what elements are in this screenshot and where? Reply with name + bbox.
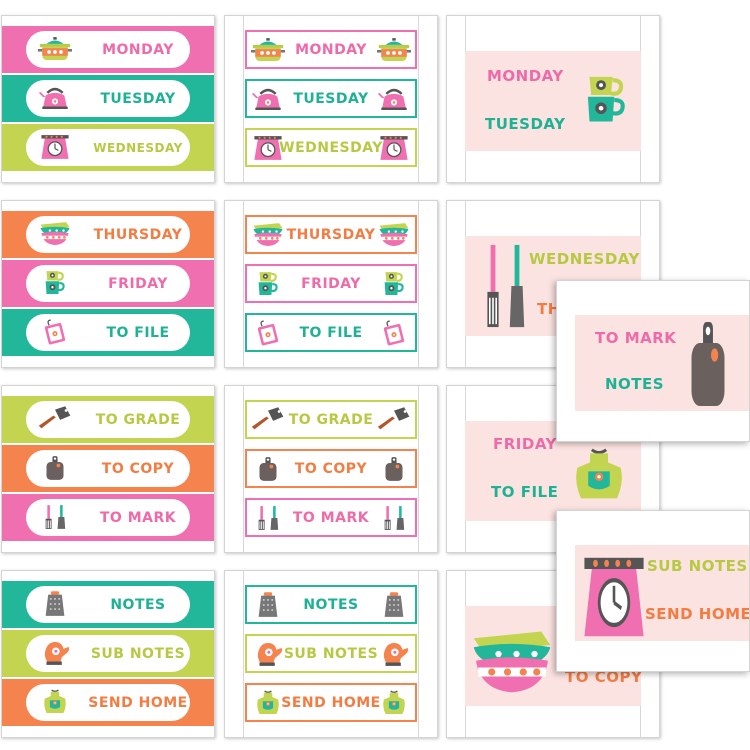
label-text: TO COPY xyxy=(294,460,368,477)
label-monday[interactable]: MONDAY xyxy=(225,26,437,73)
cutting-board-icon xyxy=(675,319,741,409)
label-wednesday[interactable]: WEDNESDAY xyxy=(225,124,437,171)
oven-mitt-icon xyxy=(38,638,72,668)
card-label-send-home: SEND HOME xyxy=(645,605,750,623)
card-sheet-6: SUB NOTES SEND HOME xyxy=(556,510,750,672)
card-sub-notes-send-home[interactable]: SUB NOTES SEND HOME xyxy=(575,545,750,641)
card-label-friday: FRIDAY xyxy=(493,435,557,453)
card-label-to-copy: TO COPY xyxy=(565,668,643,686)
cutting-board-icon xyxy=(38,453,72,483)
cups-icon xyxy=(38,268,72,298)
cups-icon xyxy=(573,55,639,145)
label-to-copy[interactable]: TO COPY xyxy=(2,445,214,492)
label-text: TO MARK xyxy=(292,509,370,526)
card-to-mark-notes[interactable]: TO MARK NOTES xyxy=(575,315,749,411)
label-sub-notes[interactable]: SUB NOTES xyxy=(225,630,437,677)
label-notes[interactable]: NOTES xyxy=(2,581,214,628)
label-text: WEDNESDAY xyxy=(279,139,383,156)
label-text: TO GRADE xyxy=(95,411,181,428)
card-label-tuesday: TUESDAY xyxy=(485,115,566,133)
label-text: MONDAY xyxy=(295,41,367,58)
label-to-grade[interactable]: TO GRADE xyxy=(225,396,437,443)
label-text: TO MARK xyxy=(99,509,177,526)
label-notes[interactable]: NOTES xyxy=(225,581,437,628)
label-sheet-3: THURSDAY FRIDAY TO FILE xyxy=(1,200,215,368)
card-friday-to-file[interactable]: FRIDAY TO FILE xyxy=(465,421,641,521)
kitchen-scale-icon xyxy=(38,132,72,162)
label-text: TO FILE xyxy=(106,324,170,341)
card-label-monday: MONDAY xyxy=(487,67,564,85)
utensils-icon xyxy=(473,242,537,330)
label-to-file[interactable]: TO FILE xyxy=(2,309,214,356)
label-text: MONDAY xyxy=(102,41,174,58)
cleaver-icon xyxy=(38,404,72,434)
potholder-icon xyxy=(38,317,72,347)
label-to-file[interactable]: TO FILE xyxy=(225,309,437,356)
mixing-bowls-icon xyxy=(38,219,72,249)
label-wednesday[interactable]: WEDNESDAY xyxy=(2,124,214,171)
card-sheet-5: TO MARK NOTES xyxy=(556,280,750,442)
apron-icon xyxy=(563,431,635,519)
card-label-sub-notes: SUB NOTES xyxy=(647,557,748,575)
label-text: TO FILE xyxy=(299,324,363,341)
label-text: NOTES xyxy=(303,596,359,613)
label-to-mark[interactable]: TO MARK xyxy=(225,494,437,541)
label-to-mark[interactable]: TO MARK xyxy=(2,494,214,541)
label-sheet-2: MONDAY TUESDAY WEDNESDAY xyxy=(224,15,438,183)
label-tuesday[interactable]: TUESDAY xyxy=(2,75,214,122)
label-friday[interactable]: FRIDAY xyxy=(225,260,437,307)
label-to-copy[interactable]: TO COPY xyxy=(225,445,437,492)
label-sheet-7: NOTES SUB NOTES SEND HOME xyxy=(1,570,215,738)
card-monday-tuesday[interactable]: MONDAY TUESDAY xyxy=(465,51,641,151)
label-text: TO COPY xyxy=(101,460,175,477)
label-text: SUB NOTES xyxy=(283,645,379,662)
label-text: SEND HOME xyxy=(281,694,381,711)
label-tuesday[interactable]: TUESDAY xyxy=(225,75,437,122)
kettle-icon xyxy=(38,83,72,113)
label-text: SEND HOME xyxy=(88,694,188,711)
label-thursday[interactable]: THURSDAY xyxy=(225,211,437,258)
card-label-thursday-partial: TH xyxy=(537,300,561,318)
label-text: THURSDAY xyxy=(286,226,376,243)
pot-icon xyxy=(38,34,72,64)
label-to-grade[interactable]: TO GRADE xyxy=(2,396,214,443)
label-text: SUB NOTES xyxy=(90,645,186,662)
card-sheet-1: MONDAY TUESDAY xyxy=(446,15,660,183)
grater-icon xyxy=(38,589,72,619)
label-text: TUESDAY xyxy=(100,90,176,107)
label-sheet-5: TO GRADE TO COPY TO MARK xyxy=(1,385,215,553)
card-label-wednesday: WEDNESDAY xyxy=(529,250,640,268)
card-label-notes: NOTES xyxy=(605,375,665,393)
card-label-to-file: TO FILE xyxy=(491,483,559,501)
label-text: FRIDAY xyxy=(301,275,361,292)
label-text: TO GRADE xyxy=(288,411,374,428)
label-send-home[interactable]: SEND HOME xyxy=(2,679,214,726)
label-text: WEDNESDAY xyxy=(93,140,183,155)
kitchen-scale-icon xyxy=(577,555,651,639)
card-label-to-mark: TO MARK xyxy=(595,329,677,347)
label-send-home[interactable]: SEND HOME xyxy=(225,679,437,726)
utensils-icon xyxy=(38,502,72,532)
label-thursday[interactable]: THURSDAY xyxy=(2,211,214,258)
apron-icon xyxy=(38,687,72,717)
label-sheet-6: TO GRADE TO COPY TO MARK xyxy=(224,385,438,553)
mixing-bowls-icon xyxy=(467,620,557,706)
label-sheet-8: NOTES SUB NOTES SEND HOME xyxy=(224,570,438,738)
label-friday[interactable]: FRIDAY xyxy=(2,260,214,307)
label-monday[interactable]: MONDAY xyxy=(2,26,214,73)
label-text: NOTES xyxy=(110,596,166,613)
label-sheet-4: THURSDAY FRIDAY TO FILE xyxy=(224,200,438,368)
label-text: TUESDAY xyxy=(293,90,369,107)
label-sheet-1: MONDAY TUESDAY WEDNESDAY xyxy=(1,15,215,183)
label-text: THURSDAY xyxy=(93,226,183,243)
label-text: FRIDAY xyxy=(108,275,168,292)
label-sub-notes[interactable]: SUB NOTES xyxy=(2,630,214,677)
